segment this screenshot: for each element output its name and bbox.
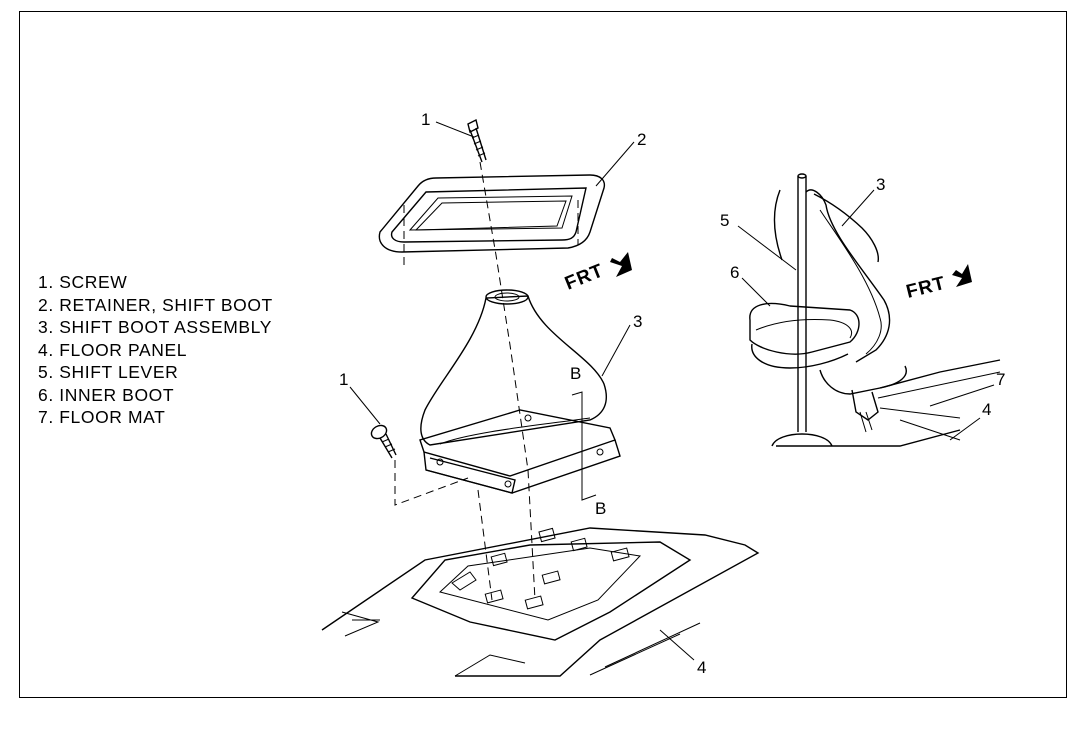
callout-screw-top: 1 xyxy=(421,110,430,129)
front-indicator-main: FRT xyxy=(562,252,632,295)
detail-view xyxy=(737,173,1001,447)
legend-item-retainer: 2. RETAINER, SHIFT BOOT xyxy=(38,294,273,315)
leader-lines xyxy=(349,121,695,661)
legend-item-floor-panel: 4. FLOOR PANEL xyxy=(38,339,188,360)
inner-boot xyxy=(749,302,860,355)
shift-boot-assembly xyxy=(419,289,621,494)
callout-detail-floor-mat: 7 xyxy=(996,370,1005,389)
callout-detail-boot: 3 xyxy=(876,175,885,194)
panel-clips xyxy=(451,527,630,610)
retainer-shift-boot xyxy=(378,174,606,253)
legend-item-shift-lever: 5. SHIFT LEVER xyxy=(38,362,179,382)
callout-floor-panel: 4 xyxy=(697,658,706,677)
shift-lever xyxy=(797,176,807,432)
legend-item-screw: 1. SCREW xyxy=(38,272,128,292)
front-label-detail: FRT xyxy=(904,273,948,303)
assembly-lines xyxy=(394,161,597,601)
detail-floor-panel xyxy=(776,429,961,447)
callout-detail-lever: 5 xyxy=(720,211,729,230)
legend-item-shift-boot-assembly: 3. SHIFT BOOT ASSEMBLY xyxy=(38,317,272,337)
callout-retainer: 2 xyxy=(637,130,646,149)
callout-detail-floor-panel: 4 xyxy=(982,400,991,419)
screw-upper xyxy=(467,118,487,163)
legend-item-floor-mat: 7. FLOOR MAT xyxy=(38,407,166,427)
callout-boot: 3 xyxy=(633,312,642,331)
callout-b-upper: B xyxy=(570,364,581,383)
front-label-main: FRT xyxy=(562,260,607,294)
callout-screw-left: 1 xyxy=(339,370,348,389)
legend-item-inner-boot: 6. INNER BOOT xyxy=(38,384,175,405)
callout-b-lower: B xyxy=(595,499,606,518)
detail-floor-mat xyxy=(879,359,1001,389)
callout-detail-inner-boot: 6 xyxy=(730,263,739,282)
screw-left xyxy=(370,424,397,459)
parts-legend: 1. SCREW 2. RETAINER, SHIFT BOOT 3. SHIF… xyxy=(38,271,273,429)
diagram-frame xyxy=(19,11,1067,698)
front-indicator-detail: FRT xyxy=(904,264,972,303)
floor-panel xyxy=(321,527,760,677)
